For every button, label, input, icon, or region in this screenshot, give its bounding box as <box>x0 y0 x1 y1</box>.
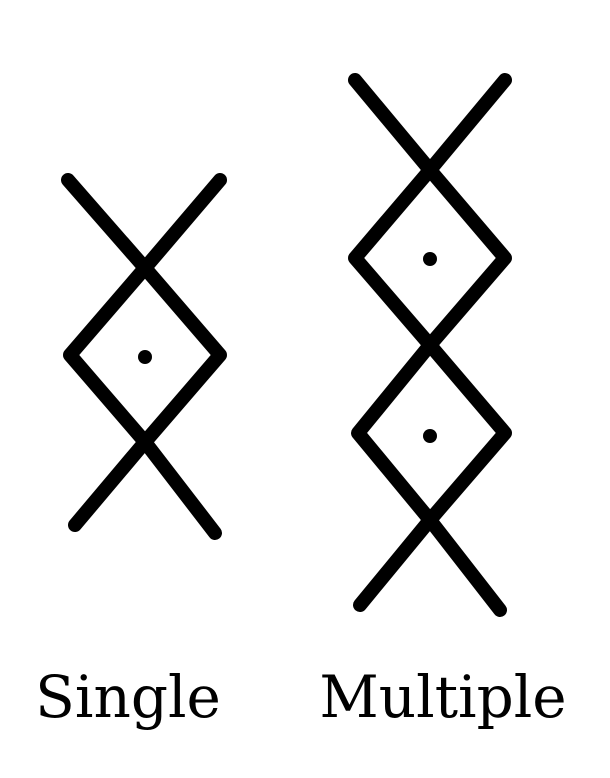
multiple-upper-left-arm <box>348 73 437 177</box>
single-caption: Single <box>35 663 221 731</box>
multiple-lower-right-arm <box>423 513 507 617</box>
multiple-lower-diamond-dot <box>423 429 437 443</box>
multiple-rune-glyph <box>348 73 512 617</box>
multiple-lower-left-arm <box>353 513 437 612</box>
single-upper-right-arm <box>138 173 227 275</box>
single-diamond-dot <box>138 350 152 364</box>
single-lower-right-arm <box>138 435 222 540</box>
single-rune-glyph <box>61 173 227 540</box>
multiple-upper-diamond-dot <box>423 252 437 266</box>
single-lower-left-arm <box>68 435 152 532</box>
single-upper-left-arm <box>61 173 152 275</box>
multiple-caption: Multiple <box>319 663 567 731</box>
multiple-upper-right-arm <box>423 73 512 177</box>
